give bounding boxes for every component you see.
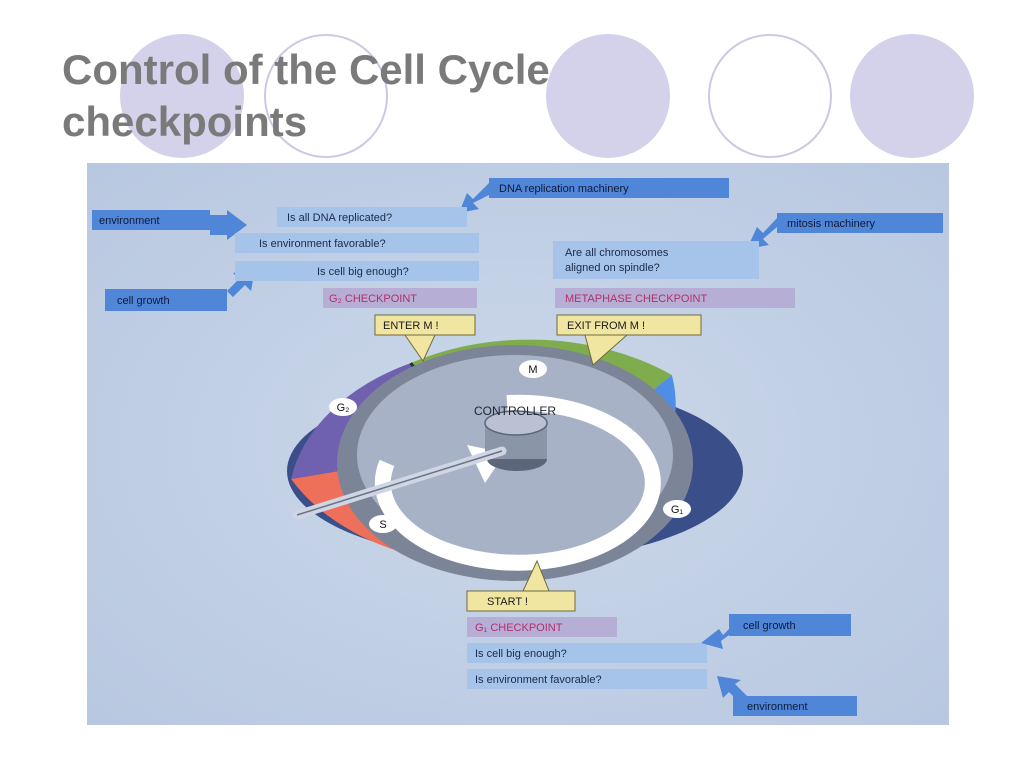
g2-question-box-1 (277, 207, 467, 227)
phase-label-M: M (528, 364, 537, 376)
g1-question-1: Is cell big enough? (475, 648, 567, 660)
g2-question-1: Is all DNA replicated? (287, 212, 392, 224)
metaphase-checkpoint-block: mitosis machinery Are all chromosomes al… (553, 213, 943, 366)
title-line-2: checkpoints (62, 98, 308, 145)
decor-circle-2 (546, 34, 670, 158)
g1-arrow-cell-growth (701, 629, 729, 649)
phase-badge-G2 (329, 398, 357, 416)
g2-question-3: Is cell big enough? (317, 266, 409, 278)
phase-badge-M (519, 360, 547, 378)
g2-input-dna-machinery: DNA replication machinery (499, 183, 629, 195)
slide-title: Control of the Cell Cycle checkpoints (62, 44, 550, 148)
phase-label-G1: G₁ (671, 504, 684, 516)
g1-callout-label: START ! (487, 596, 528, 608)
decor-ring-2 (708, 34, 832, 158)
phase-badge-S (369, 515, 397, 533)
g1-arrow-environment (717, 676, 747, 704)
g2-callout-label: ENTER M ! (383, 320, 439, 332)
g2-input-box-cell-growth (105, 289, 227, 311)
metaphase-input: mitosis machinery (787, 218, 876, 230)
g1-input-box-environment (733, 696, 857, 716)
g2-question-2: Is environment favorable? (259, 238, 386, 250)
g1-question-box-1 (467, 643, 707, 663)
phase-badge-G1 (663, 500, 691, 518)
g1-checkpoint-block: START ! G₁ CHECKPOINT Is cell big enough… (466, 559, 857, 716)
metaphase-question-line-1: Are all chromosomes (565, 247, 669, 259)
metaphase-callout-box (556, 314, 702, 336)
cell-cycle-ring: CONTROLLER M G₂ S G₁ (287, 339, 743, 581)
g1-checkpoint-box (467, 617, 617, 637)
g2-arrow-environment (210, 210, 247, 240)
g1-input-environment: environment (747, 701, 808, 713)
metaphase-callout-pointer (584, 334, 629, 366)
g2-arrow-dna-machinery (459, 183, 489, 213)
decor-circle-1 (120, 34, 244, 158)
cell-cycle-figure: CONTROLLER M G₂ S G₁ environment cell gr… (87, 163, 949, 725)
g1-question-2: Is environment favorable? (475, 674, 602, 686)
title-line-1: Control of the Cell Cycle (62, 46, 550, 93)
metaphase-input-box (777, 213, 943, 233)
phase-label-S: S (379, 519, 386, 531)
g2-input-box-dna-machinery (489, 178, 729, 198)
controller-label: CONTROLLER (474, 404, 556, 418)
g1-input-cell-growth: cell growth (743, 620, 796, 632)
decor-circle-3 (850, 34, 974, 158)
metaphase-question-line-2: aligned on spindle? (565, 262, 660, 274)
metaphase-callout-label: EXIT FROM M ! (567, 320, 645, 332)
g2-question-box-3 (235, 261, 479, 281)
g2-input-box-environment (92, 210, 210, 230)
g1-callout-box (466, 590, 576, 612)
g2-checkpoint-label: G₂ CHECKPOINT (329, 293, 417, 305)
g2-checkpoint-block: environment cell growth DNA replication … (92, 178, 729, 363)
g2-input-environment: environment (99, 215, 160, 227)
phase-label-G2: G₂ (337, 402, 350, 414)
g2-checkpoint-box (323, 288, 477, 308)
g1-question-box-2 (467, 669, 707, 689)
metaphase-checkpoint-label: METAPHASE CHECKPOINT (565, 293, 707, 305)
controller-hand-edge (296, 450, 503, 516)
controller-knob-top (484, 410, 548, 436)
g1-checkpoint-label: G₁ CHECKPOINT (475, 622, 563, 634)
cycle-arrow (374, 394, 661, 571)
g1-input-box-cell-growth (729, 614, 851, 636)
metaphase-question-box (553, 241, 759, 279)
metaphase-checkpoint-box (555, 288, 795, 308)
g2-input-cell-growth: cell growth (117, 295, 170, 307)
g2-question-box-2 (235, 233, 479, 253)
g2-callout-pointer (404, 334, 436, 363)
decor-ring-1 (264, 34, 388, 158)
